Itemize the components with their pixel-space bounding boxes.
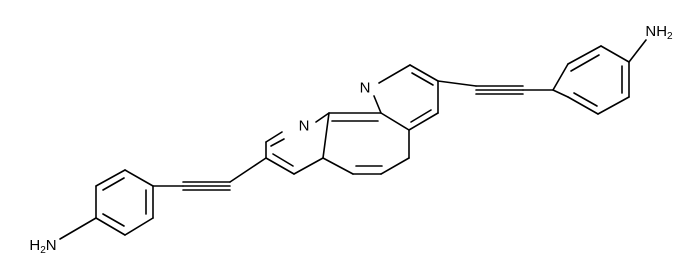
bond (373, 95, 382, 114)
bond (380, 112, 410, 131)
amine-left-label: H2N (29, 237, 56, 256)
bond (265, 157, 295, 175)
bond (229, 157, 267, 183)
bond-double-inner (410, 109, 432, 123)
bond (322, 157, 354, 175)
bond (552, 89, 569, 98)
right-ethynyl-aniline (437, 39, 647, 115)
bond (293, 157, 324, 175)
bond (124, 217, 154, 236)
atom-labels: NH2 N N H2N (29, 23, 673, 256)
bond (552, 63, 569, 91)
bond (600, 45, 630, 63)
bond (597, 96, 630, 115)
bond (380, 157, 410, 175)
bond (95, 217, 126, 236)
bond-double-inner (102, 177, 125, 191)
bond (378, 64, 411, 84)
ring-nitrogen-bottom: N (299, 118, 310, 135)
left-ethynyl-aniline (59, 157, 267, 240)
bond (437, 80, 477, 87)
bond (315, 112, 330, 123)
bond (567, 96, 599, 115)
bond-to-nh2 (628, 39, 647, 63)
bond-double-inner (102, 213, 125, 227)
bond-double-inner (573, 92, 598, 107)
phenanthroline-core (265, 64, 439, 175)
bond (322, 112, 330, 159)
bond-double-inner (570, 54, 600, 72)
bond-double-inner (411, 72, 434, 86)
bond (265, 131, 283, 143)
bond-double-inner (270, 138, 285, 147)
bond-to-nh2 (59, 217, 97, 240)
bond-double-inner (272, 153, 294, 167)
ring-nitrogen-top: N (360, 80, 371, 97)
bond (408, 112, 439, 131)
bond (95, 169, 126, 187)
bond (409, 64, 439, 82)
bond (124, 169, 154, 187)
amine-right-label: NH2 (645, 23, 673, 42)
bond (567, 45, 602, 65)
